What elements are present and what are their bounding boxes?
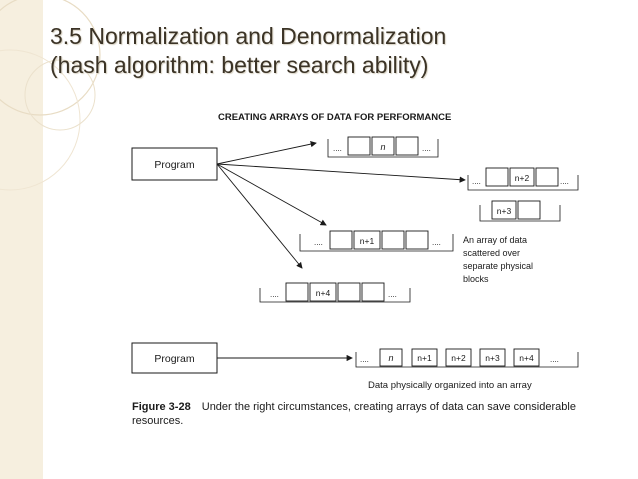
label-n-plus-3: n+3	[497, 206, 512, 216]
array-cell-n-plus-4	[309, 282, 337, 302]
ellipsis-right: ....	[432, 238, 441, 247]
scatter-note-line-1: An array of data	[463, 235, 527, 245]
scatter-note-line-3: separate physical	[463, 261, 533, 271]
array-cell	[337, 282, 361, 302]
decorative-circles	[0, 0, 101, 191]
slide-title-line-2: (hash algorithm: better search ability)	[50, 52, 429, 78]
array-cell	[347, 136, 371, 156]
label-n-plus-2: n+2	[515, 173, 530, 183]
arrow-to-n-plus-2	[216, 163, 466, 183]
label-n: n	[388, 353, 393, 363]
ellipsis-left: ....	[472, 177, 481, 186]
ellipsis-right: ....	[560, 177, 569, 186]
label-n: n	[380, 142, 385, 152]
array-cell	[535, 167, 559, 187]
block-n-plus-3: n+3	[479, 200, 561, 222]
arrow-to-n-plus-1	[216, 163, 327, 226]
organized-note: Data physically organized into an array	[368, 380, 532, 391]
block-n-plus-1: .... n+1 ....	[299, 230, 454, 252]
ellipsis-left: ....	[270, 290, 279, 299]
decorative-side-strip	[0, 0, 43, 479]
ellipsis-right: ....	[550, 355, 559, 364]
array-cell-n-plus-1	[411, 348, 438, 367]
slide-title-line-1: 3.5 Normalization and Denormalization	[50, 23, 447, 49]
array-cell-n	[379, 348, 403, 367]
program-label-top: Program	[154, 159, 195, 171]
array-cell	[405, 230, 429, 250]
array-cell-n-plus-3	[479, 348, 506, 367]
array-cell-n-plus-1	[353, 230, 381, 250]
array-cell	[517, 200, 541, 220]
label-n-plus-3: n+3	[485, 353, 500, 363]
arrow-to-n	[216, 141, 317, 165]
array-cell-n-plus-2	[509, 167, 535, 187]
scatter-note-line-2: scattered over	[463, 248, 520, 258]
scatter-note-line-4: blocks	[463, 274, 489, 284]
array-cell-n	[371, 136, 395, 156]
figure-caption: Figure 3-28 Under the right circumstance…	[132, 400, 612, 428]
ellipsis-right: ....	[422, 144, 431, 153]
label-n-plus-1: n+1	[417, 353, 432, 363]
slide-title: 3.5 Normalization and Denormalization (h…	[50, 22, 630, 80]
figure-heading: CREATING ARRAYS OF DATA FOR PERFORMANCE	[218, 112, 451, 123]
figure-caption-line-1: Under the right circumstances, creating …	[201, 401, 576, 413]
array-cell	[395, 136, 419, 156]
array-cell	[329, 230, 353, 250]
array-cell	[361, 282, 385, 302]
block-n-plus-2: .... n+2 ....	[467, 167, 579, 191]
array-cell-n-plus-3	[491, 200, 517, 220]
label-n-plus-4: n+4	[519, 353, 534, 363]
label-n-plus-4: n+4	[316, 288, 331, 298]
ellipsis-left: ....	[333, 144, 342, 153]
ellipsis-left: ....	[360, 355, 369, 364]
array-cell	[285, 282, 309, 302]
label-n-plus-2: n+2	[451, 353, 466, 363]
arrow-to-n-plus-4	[216, 163, 303, 269]
array-cell-n-plus-4	[513, 348, 540, 367]
block-n: .... n ....	[327, 136, 439, 158]
ellipsis-right: ....	[388, 290, 397, 299]
block-n-plus-4: .... n+4 ....	[259, 282, 411, 303]
array-cell	[381, 230, 405, 250]
organized-array: .... n n+1 n+2 n+3 n+4 ....	[355, 348, 579, 368]
array-performance-diagram: CREATING ARRAYS OF DATA FOR PERFORMANCE …	[131, 112, 579, 391]
program-label-bottom: Program	[154, 353, 195, 365]
label-n-plus-1: n+1	[360, 236, 375, 246]
array-cell	[485, 167, 509, 187]
figure-caption-label: Figure 3-28	[132, 401, 191, 413]
ellipsis-left: ....	[314, 238, 323, 247]
figure-caption-line-2: resources.	[132, 415, 184, 427]
program-box-top	[131, 147, 218, 181]
array-cell-n-plus-2	[445, 348, 472, 367]
